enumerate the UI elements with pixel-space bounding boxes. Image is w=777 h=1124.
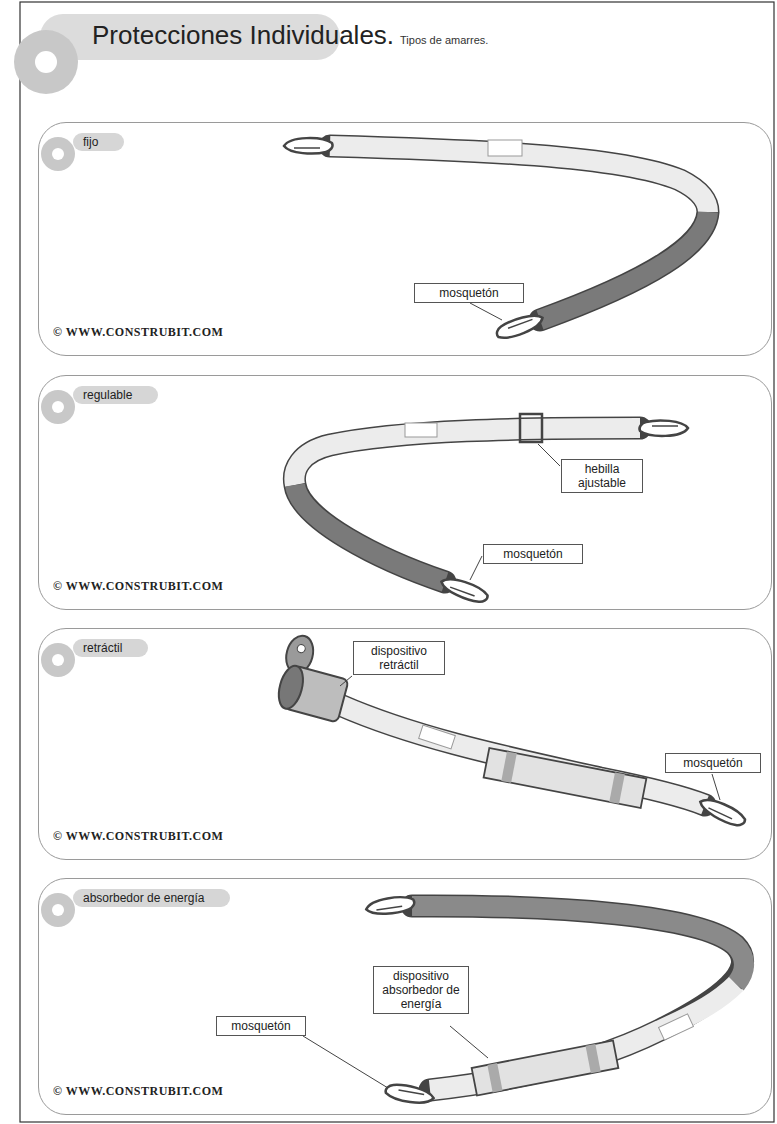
watermark: © WWW.CONSTRUBIT.COM (53, 579, 223, 594)
panel-tab-label: fijo (73, 133, 124, 151)
watermark: © WWW.CONSTRUBIT.COM (53, 325, 223, 340)
leader-line (303, 1036, 388, 1088)
part-callout: mosquetón (483, 544, 583, 564)
leader-line (450, 1026, 488, 1058)
energy-absorber (472, 1041, 619, 1096)
panel-tab-label: regulable (73, 386, 158, 404)
title-ornament (14, 30, 78, 94)
retractable-lanyard (273, 633, 748, 830)
title-group: Protecciones Individuales. Tipos de amarr… (92, 20, 488, 51)
lanyard-panel: fijo mosquetón © WWW.CONSTRUBIT.COM (38, 122, 772, 356)
leader-line (538, 444, 560, 466)
adjustable-buckle (520, 414, 542, 442)
title-ornament-hole (35, 51, 57, 73)
subtitle: Tipos de amarres. (400, 34, 488, 46)
page-title: Protecciones Individuales. (92, 20, 394, 50)
watermark: © WWW.CONSTRUBIT.COM (53, 829, 223, 844)
panel-tab-label: retráctil (73, 639, 148, 657)
tab-ornaments (41, 137, 75, 927)
lanyard-panel: regulable hebilla ajustable mosquetón © WWW… (38, 375, 772, 610)
watermark: © WWW.CONSTRUBIT.COM (53, 1084, 223, 1099)
adjustable-lanyard (294, 414, 688, 605)
lanyard-panel: absorbedor de energía dispositivo absorbe… (38, 878, 772, 1115)
callout-text: mosquetón (231, 1019, 290, 1033)
callout-text: mosquetón (683, 756, 742, 770)
leader-line (340, 676, 352, 686)
callout-text: dispositivo absorbedor de energía (382, 969, 459, 1011)
part-callout: dispositivo absorbedor de energía (373, 966, 469, 1014)
callout-text: hebilla ajustable (578, 462, 626, 490)
leader-line (712, 774, 720, 800)
page-frame (20, 2, 774, 1122)
leader-line (470, 556, 482, 580)
retractable-device (273, 633, 357, 723)
lanyard-panel: retráctil dispositivo retráctil mosquetón ©… (38, 628, 772, 860)
part-callout: mosquetón (414, 283, 524, 303)
part-callout: mosquetón (665, 753, 761, 773)
callout-text: dispositivo retráctil (371, 644, 427, 672)
leader-line (470, 303, 502, 320)
fixed-lanyard (284, 138, 708, 342)
callout-text: mosquetón (439, 286, 498, 300)
energy-absorber-lanyard (303, 895, 744, 1106)
callout-text: mosquetón (503, 547, 562, 561)
part-callout: mosquetón (216, 1016, 306, 1036)
part-callout: hebilla ajustable (561, 459, 643, 493)
part-callout: dispositivo retráctil (353, 641, 445, 675)
panel-tab-label: absorbedor de energía (73, 889, 230, 907)
